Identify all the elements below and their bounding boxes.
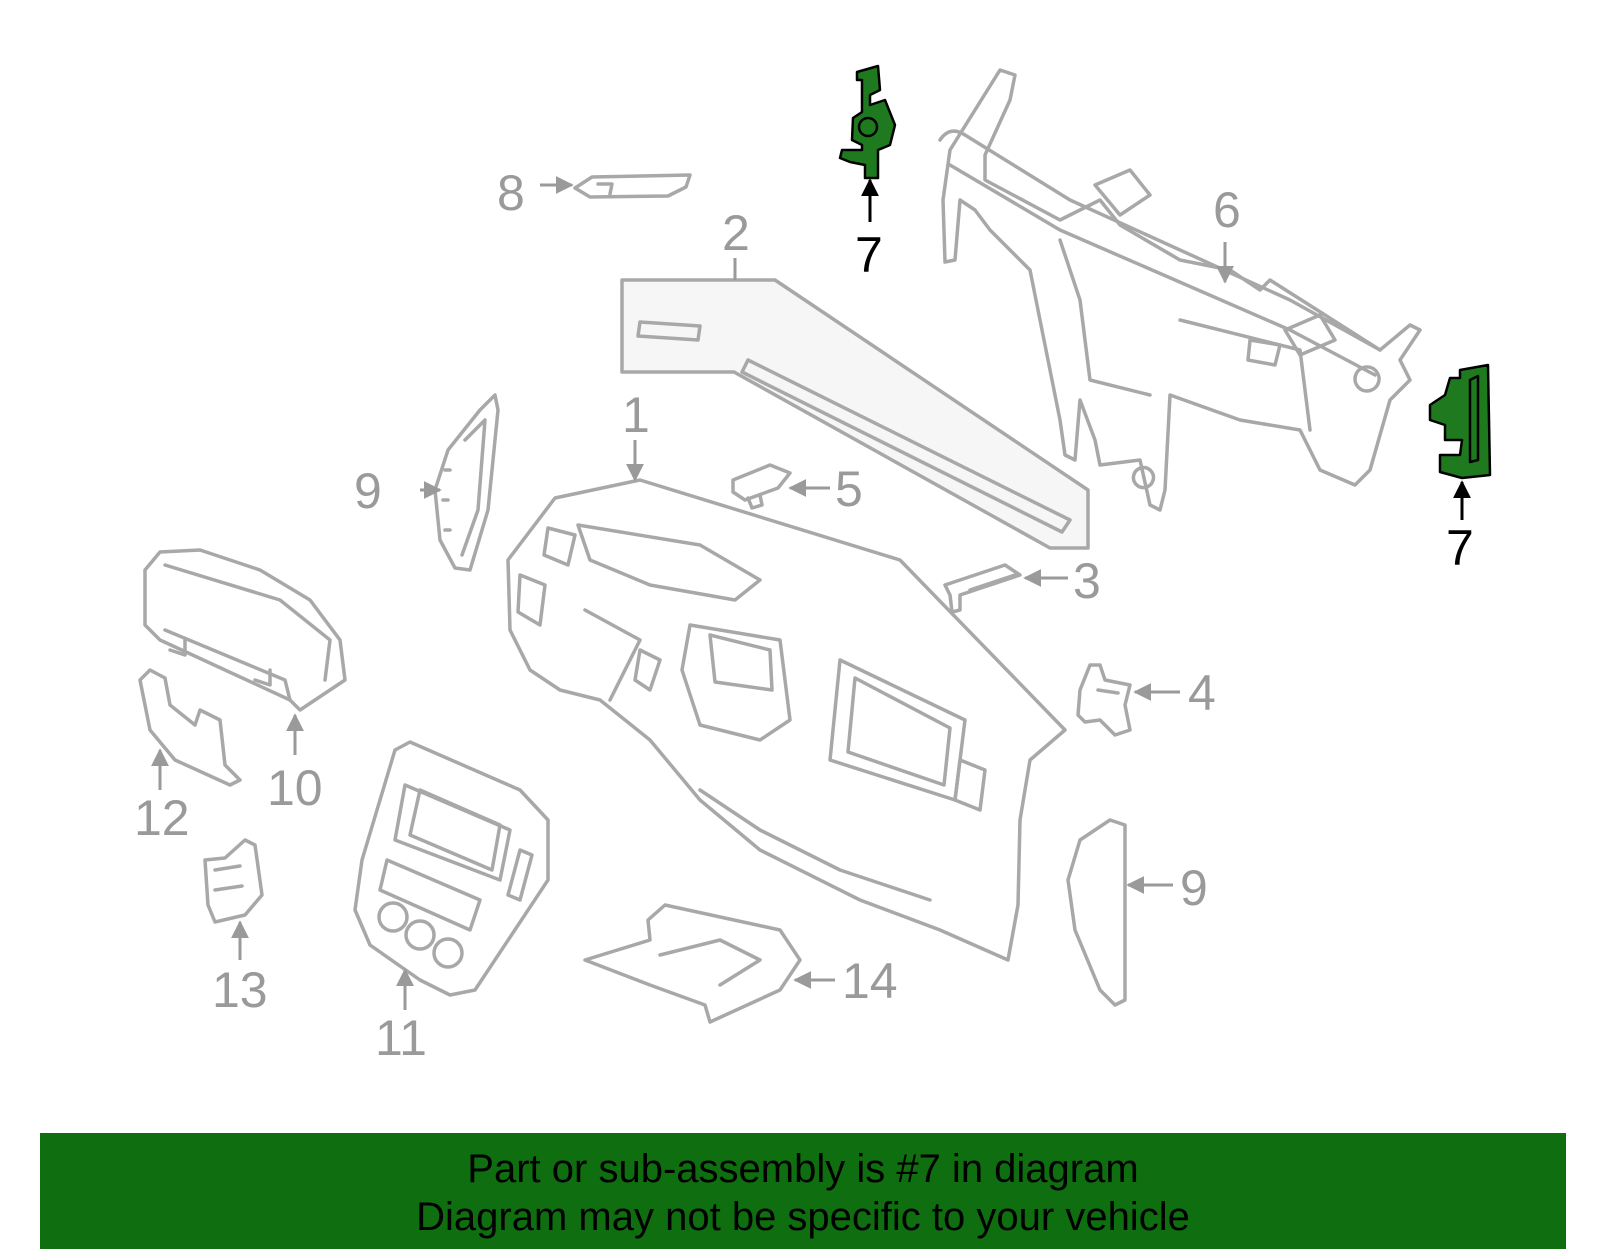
callout-1: 1 bbox=[622, 387, 650, 443]
part-5-switch bbox=[731, 463, 792, 510]
part-8-vent-trim bbox=[573, 173, 692, 199]
callout-9-upper: 9 bbox=[354, 463, 382, 519]
part-9-right-cover bbox=[1066, 818, 1127, 1007]
part-10-cluster-bezel bbox=[143, 548, 347, 712]
part-4-bracket bbox=[1076, 663, 1132, 737]
banner-line-2: Diagram may not be specific to your vehi… bbox=[416, 1195, 1190, 1239]
callout-numbers: 8 2 1 9 5 3 4 6 10 12 13 11 14 9 7 7 bbox=[134, 165, 1474, 1066]
part-2-dash-cover bbox=[620, 278, 1090, 550]
callout-8: 8 bbox=[497, 165, 525, 221]
leader-lines bbox=[151, 176, 1471, 1010]
part-14-lower-panel bbox=[583, 903, 802, 1024]
part-7-bracket-right[interactable] bbox=[1428, 363, 1492, 480]
callout-3: 3 bbox=[1073, 553, 1101, 609]
banner-line-1: Part or sub-assembly is #7 in diagram bbox=[467, 1147, 1139, 1191]
callout-14: 14 bbox=[842, 953, 898, 1009]
part-3-bracket bbox=[943, 563, 1022, 614]
callout-4: 4 bbox=[1188, 665, 1216, 721]
callout-12: 12 bbox=[134, 790, 190, 846]
callout-7-top: 7 bbox=[855, 227, 883, 283]
callout-2: 2 bbox=[722, 205, 750, 261]
part-1-instrument-panel bbox=[506, 478, 1067, 962]
part-12-trim bbox=[138, 668, 242, 787]
info-banner: Part or sub-assembly is #7 in diagram Di… bbox=[40, 1133, 1566, 1249]
callout-7-right: 7 bbox=[1446, 520, 1474, 576]
parts-diagram: 8 2 1 9 5 3 4 6 10 12 13 11 14 9 7 7 bbox=[134, 64, 1492, 1066]
part-9-left-vent bbox=[433, 393, 500, 572]
part-13-cover bbox=[203, 838, 264, 924]
callout-13: 13 bbox=[212, 962, 268, 1018]
callout-10: 10 bbox=[267, 760, 323, 816]
callout-5: 5 bbox=[835, 461, 863, 517]
part-7-bracket-top[interactable] bbox=[838, 64, 897, 180]
part-11-center-bezel bbox=[353, 740, 550, 997]
callout-11: 11 bbox=[375, 1010, 427, 1066]
part-6-reinforcement bbox=[938, 68, 1422, 512]
callout-9-lower: 9 bbox=[1180, 860, 1208, 916]
callout-6: 6 bbox=[1213, 182, 1241, 238]
